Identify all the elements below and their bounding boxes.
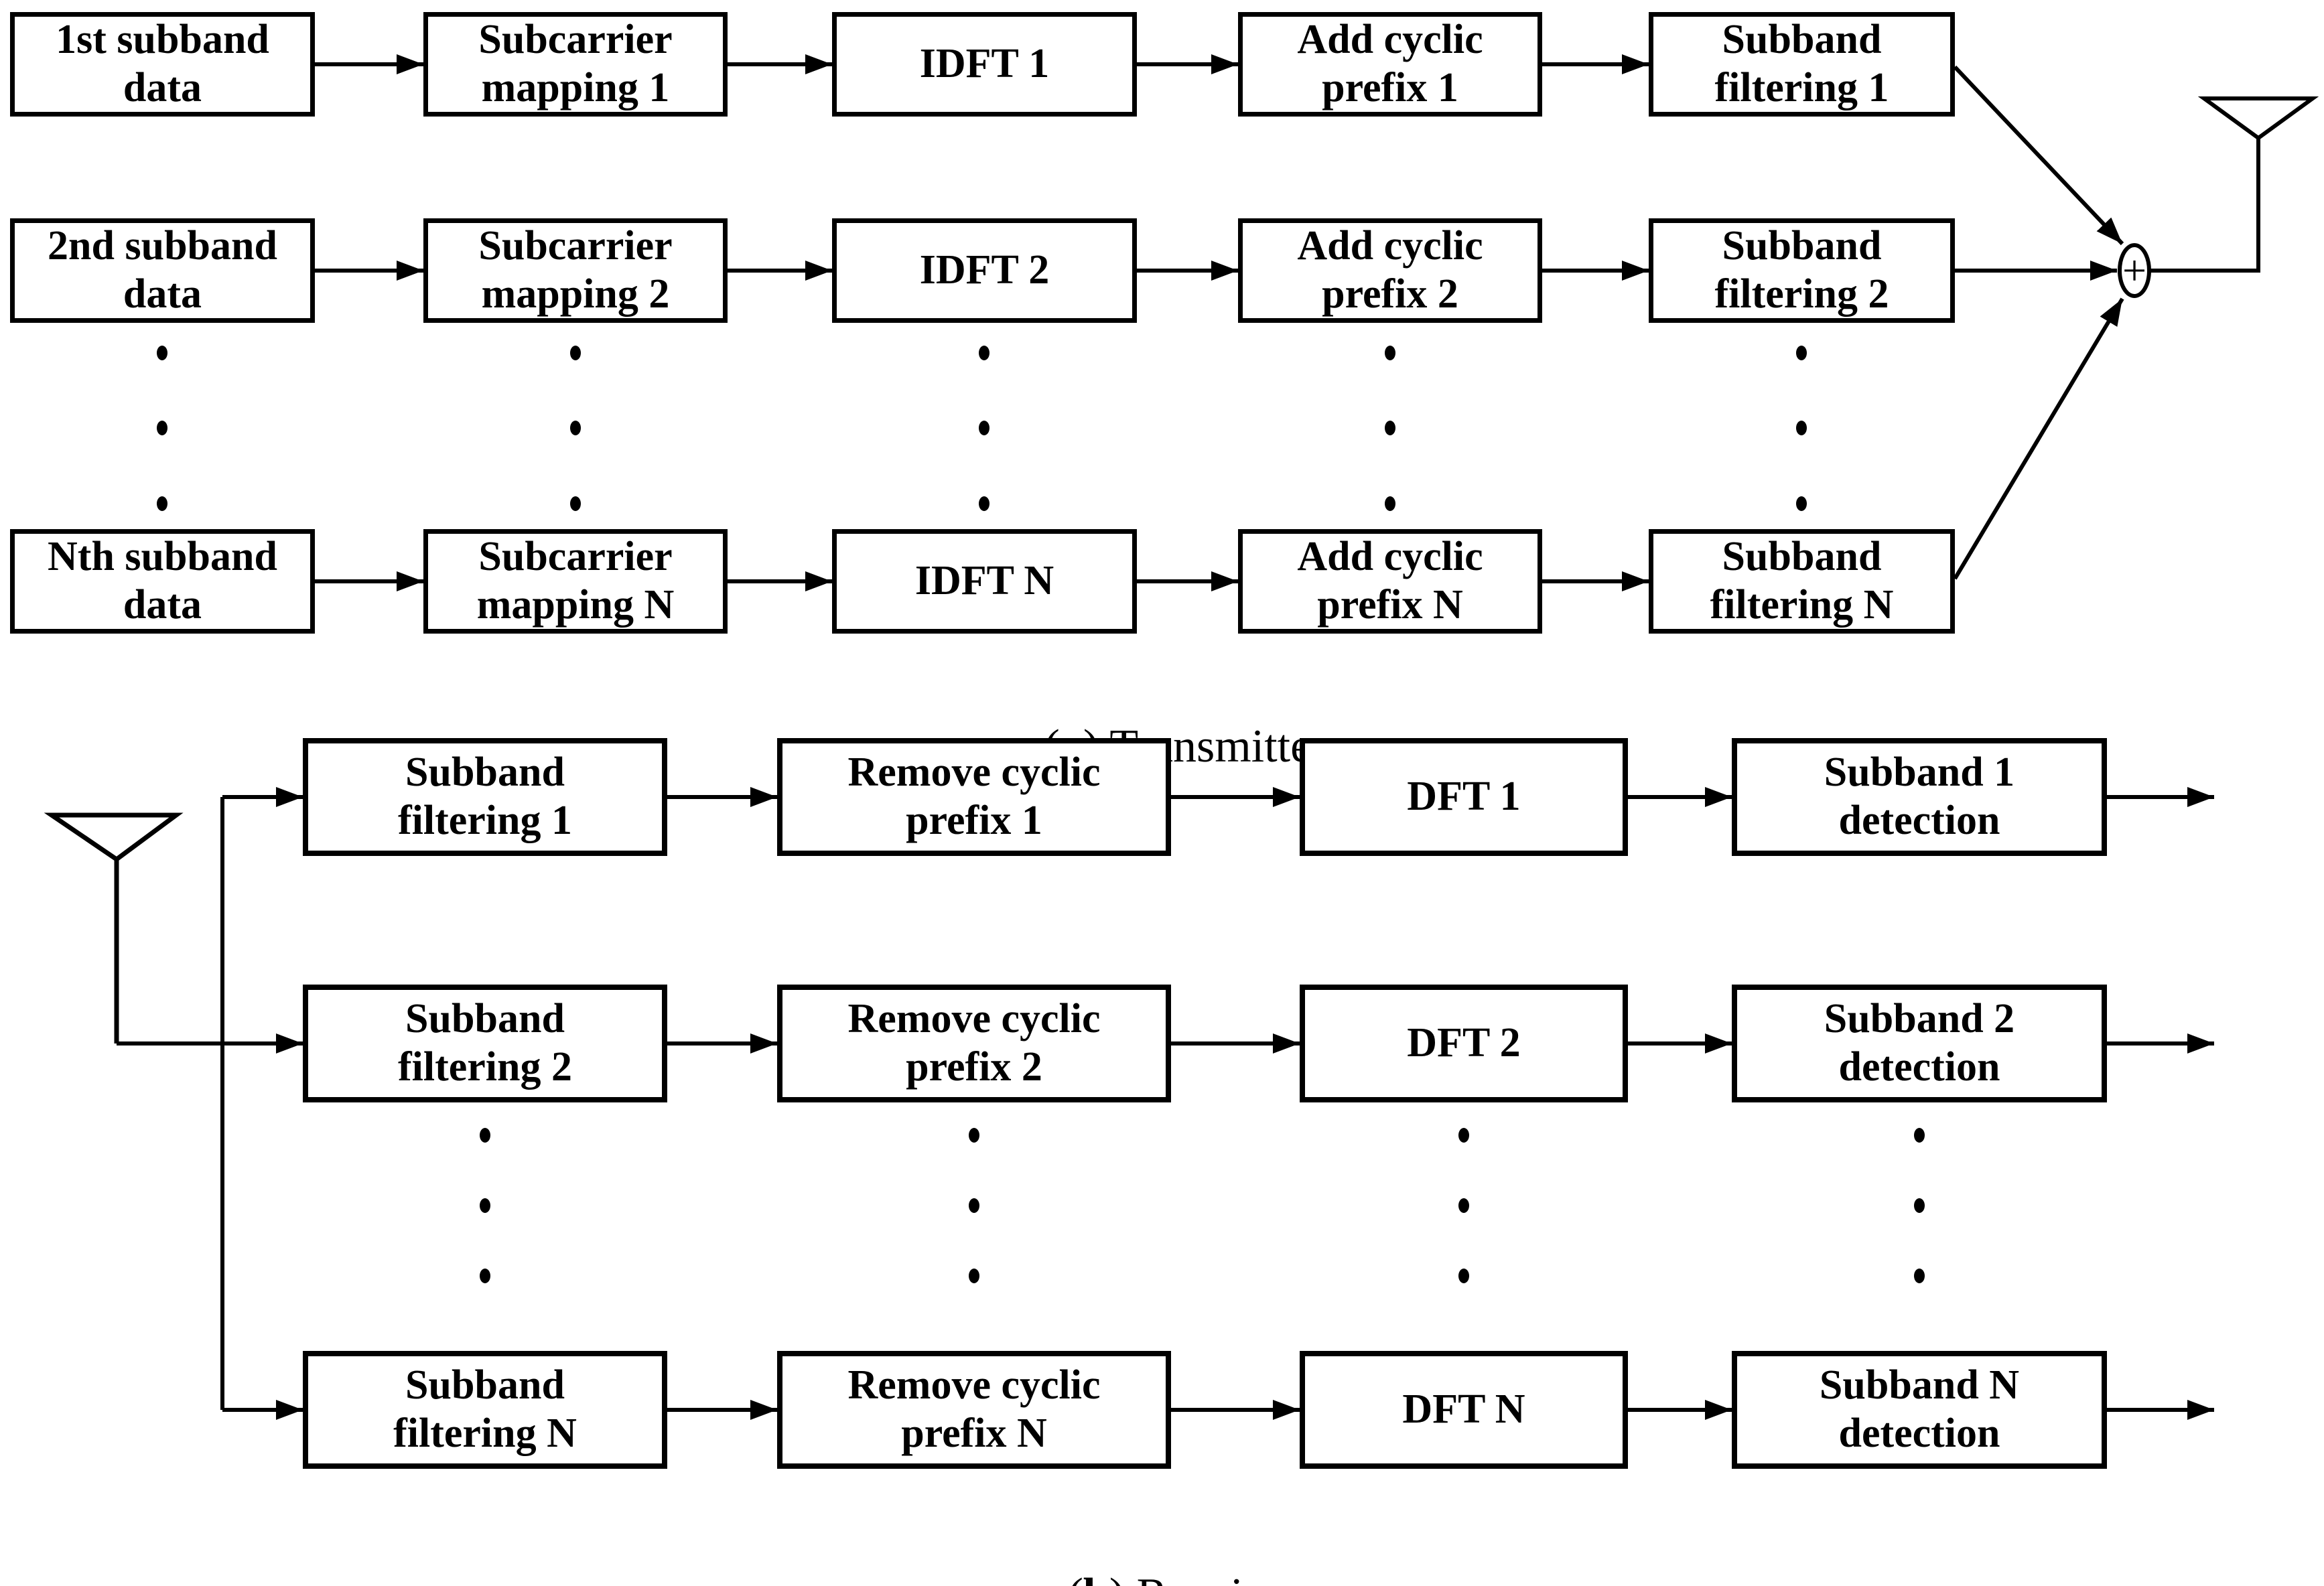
tx-flow-arrows <box>315 54 1649 591</box>
tx-input-box-1: 1st subband data <box>10 12 315 117</box>
caption-b-open: ( <box>1068 1569 1083 1586</box>
tx-mapping-box-N: Subcarrier mapping N <box>423 529 728 634</box>
rx-removecp-box-1: Remove cyclic prefix 1 <box>777 738 1171 856</box>
rx-removecp-box-2: Remove cyclic prefix 2 <box>777 985 1171 1102</box>
rx-detection-box-N: Subband N detection <box>1732 1351 2107 1469</box>
tx-idft-box-1: IDFT 1 <box>832 12 1137 117</box>
tx-filtering-box-2: Subband filtering 2 <box>1649 218 1955 323</box>
rx-filtering-box-N: Subband filtering N <box>303 1351 667 1469</box>
receiver-caption: (b) Receiver <box>0 1515 2324 1586</box>
tx-mapping-box-2: Subcarrier mapping 2 <box>423 218 728 323</box>
tx-antenna-icon <box>2149 96 2319 273</box>
tx-addcp-box-N: Add cyclic prefix N <box>1238 529 1542 634</box>
rx-filtering-box-2: Subband filtering 2 <box>303 985 667 1102</box>
rx-flow-arrows <box>667 787 2214 1420</box>
tx-addcp-box-2: Add cyclic prefix 2 <box>1238 218 1542 323</box>
tx-idft-box-2: IDFT 2 <box>832 218 1137 323</box>
rx-detection-box-2: Subband 2 detection <box>1732 985 2107 1102</box>
rx-antenna-icon <box>44 812 184 1043</box>
rx-dft-box-N: DFT N <box>1300 1351 1628 1469</box>
tx-filtering-box-N: Subband filtering N <box>1649 529 1955 634</box>
tx-addcp-box-1: Add cyclic prefix 1 <box>1238 12 1542 117</box>
sum-node-symbol: + <box>2122 246 2147 294</box>
rx-ellipsis-dots <box>480 1128 1925 1283</box>
tx-combiner-arrows <box>1953 65 2124 580</box>
rx-removecp-box-N: Remove cyclic prefix N <box>777 1351 1171 1469</box>
tx-idft-box-N: IDFT N <box>832 529 1137 634</box>
caption-b-text: ) Receiver <box>1109 1569 1304 1586</box>
rx-dft-box-1: DFT 1 <box>1300 738 1628 856</box>
tx-filtering-box-1: Subband filtering 1 <box>1649 12 1955 117</box>
tx-ellipsis-dots <box>157 346 1807 511</box>
tx-mapping-box-1: Subcarrier mapping 1 <box>423 12 728 117</box>
caption-b-letter: b <box>1083 1569 1109 1586</box>
rx-detection-box-1: Subband 1 detection <box>1732 738 2107 856</box>
rx-splitter-bus <box>117 787 303 1420</box>
rx-filtering-box-1: Subband filtering 1 <box>303 738 667 856</box>
tx-input-box-N: Nth subband data <box>10 529 315 634</box>
tx-input-box-2: 2nd subband data <box>10 218 315 323</box>
rx-dft-box-2: DFT 2 <box>1300 985 1628 1102</box>
